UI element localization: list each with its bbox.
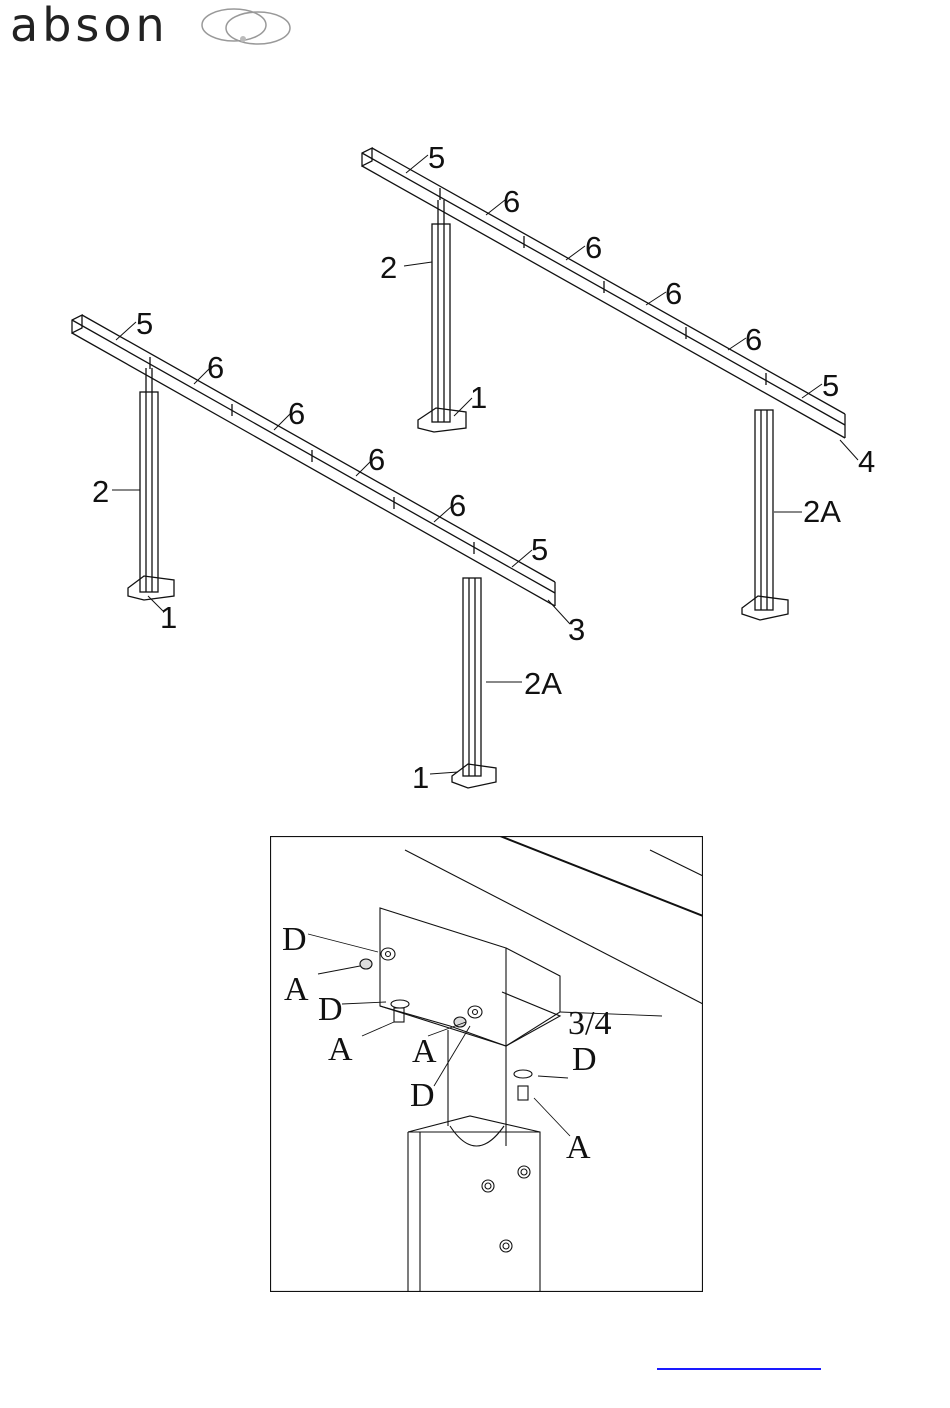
callout-back-left-base: 1 — [470, 380, 487, 415]
callout-front-rail-3: 6 — [368, 442, 385, 477]
callout-back-rail-3: 6 — [665, 276, 682, 311]
back-rail — [362, 148, 845, 438]
callout-back-end-rail-right: 5 — [822, 368, 839, 403]
callout-back-left-post: 2 — [380, 250, 397, 285]
detail-label-bolt-top: A — [284, 971, 309, 1008]
detail-label-washer-top: D — [282, 921, 307, 958]
callout-back-rail-4: 6 — [745, 322, 762, 357]
detail-label-washer-center: D — [410, 1077, 435, 1114]
leader-lines — [112, 155, 858, 774]
callout-front-right-post: 2A — [524, 666, 562, 701]
callout-front-rail-2: 6 — [288, 396, 305, 431]
front-left-post — [128, 368, 174, 600]
callout-front-rail-4: 6 — [449, 488, 466, 523]
back-left-post — [418, 200, 466, 432]
callout-front-right-base: 1 — [412, 760, 429, 795]
callout-front-rail-1: 6 — [207, 350, 224, 385]
front-right-post — [452, 578, 496, 788]
callout-back-rail-1: 6 — [503, 184, 520, 219]
callout-front-left-base: 1 — [160, 600, 177, 635]
detail-label-bolt-center: A — [412, 1033, 437, 1070]
footer-link-underline[interactable] — [657, 1368, 821, 1370]
callout-back-end-rail-left: 5 — [428, 140, 445, 175]
callout-back-end-cap: 4 — [858, 444, 875, 479]
detail-label-washer-right: D — [572, 1041, 597, 1078]
detail-label-bolt-right: A — [566, 1129, 591, 1166]
callout-front-end-rail-left: 5 — [136, 306, 153, 341]
callout-front-end-cap: 3 — [568, 612, 585, 647]
back-right-post — [742, 410, 788, 620]
callout-front-left-post: 2 — [92, 474, 109, 509]
detail-label-bolt-left: A — [328, 1031, 353, 1068]
callout-front-end-rail-right: 5 — [531, 532, 548, 567]
front-rail — [72, 315, 555, 606]
callout-back-right-post: 2A — [803, 494, 841, 529]
detail-label-beam: 3/4 — [568, 1005, 611, 1042]
overview-drawing: 5 6 6 6 6 5 2 1 4 2A 5 6 6 6 6 5 2 1 3 2… — [0, 0, 950, 810]
detail-label-washer-left: D — [318, 991, 343, 1028]
callout-back-rail-2: 6 — [585, 230, 602, 265]
detail-view: D A D A A D D A 3/4 — [270, 836, 703, 1292]
